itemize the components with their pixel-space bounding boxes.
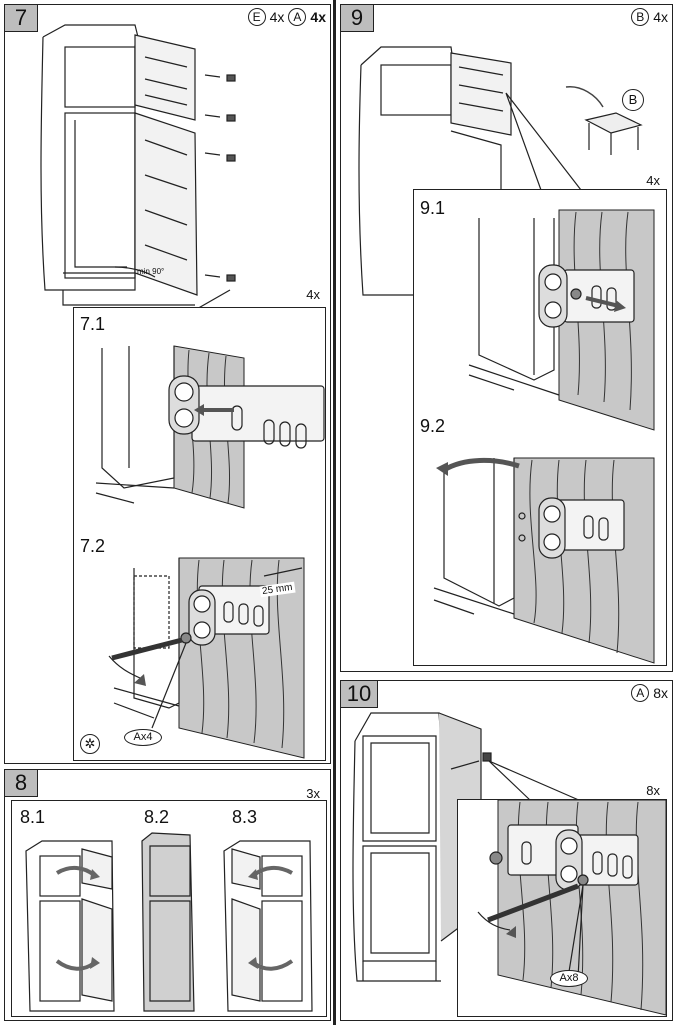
step-count: 4x bbox=[306, 287, 320, 302]
screw-callout: Ax4 bbox=[124, 729, 162, 746]
part-qty: 4x bbox=[653, 9, 668, 25]
substep-label: 7.2 bbox=[80, 536, 106, 556]
step-number: 8 bbox=[5, 770, 38, 797]
part-a-icon: A bbox=[288, 8, 307, 26]
step-count: 4x bbox=[646, 173, 660, 188]
substep-label: 8.3 bbox=[232, 807, 258, 827]
door-angle-note: min 90° bbox=[137, 267, 165, 276]
screw-callout: Ax8 bbox=[550, 970, 588, 987]
fridge-with-doors-illustration bbox=[358, 46, 643, 296]
hinge-detail-10 bbox=[477, 799, 667, 1016]
substep-label: 8.2 bbox=[144, 807, 170, 827]
step-8-detail-box: 8.1 8.2 8.3 bbox=[11, 800, 327, 1017]
parts-list: E 4x A 4x bbox=[247, 8, 326, 26]
step-number: 10 bbox=[341, 681, 378, 708]
part-qty: 4x bbox=[310, 9, 326, 25]
fridge-open-doors-illustration bbox=[40, 24, 236, 311]
hinge-detail-9-2 bbox=[433, 457, 655, 664]
step-7-detail-box: 7.1 7.2 bbox=[73, 307, 326, 761]
step-10-detail-box: Ax8 bbox=[457, 799, 667, 1017]
part-b-icon: B bbox=[631, 8, 650, 26]
step-7-panel: 7 E 4x A 4x min 90° 4x 7.1 bbox=[4, 4, 331, 764]
column-separator bbox=[333, 0, 336, 1025]
part-e-icon: E bbox=[247, 8, 266, 26]
hinge-detail-9-1 bbox=[468, 209, 655, 431]
step-number: 9 bbox=[341, 5, 374, 32]
step-9-panel: 9 B 4x B 4x 9.1 bbox=[340, 4, 673, 672]
substep-label: 8.1 bbox=[20, 807, 46, 827]
torx-bit-icon: ✲ bbox=[80, 734, 100, 754]
part-qty: 8x bbox=[653, 685, 668, 701]
substep-label: 7.1 bbox=[80, 314, 106, 334]
step-8-panel: 8 3x 8.1 8.2 8.3 bbox=[4, 769, 331, 1021]
substep-label: 9.1 bbox=[420, 198, 446, 218]
hinge-detail-7-2 bbox=[108, 557, 305, 759]
substep-label: 9.2 bbox=[420, 416, 446, 436]
step-10-panel: 10 A 8x 8x bbox=[340, 680, 673, 1021]
hinge-part-icon bbox=[204, 74, 236, 282]
step-9-detail-box: 9.1 9.2 bbox=[413, 189, 667, 666]
step-number: 7 bbox=[5, 5, 38, 32]
hinge-detail-7-1 bbox=[95, 345, 325, 509]
part-a-icon: A bbox=[631, 684, 650, 702]
step-count: 8x bbox=[646, 783, 660, 798]
door-reversal-illustration bbox=[25, 832, 313, 1012]
part-qty: 4x bbox=[269, 9, 285, 25]
part-b-label: B bbox=[622, 89, 644, 111]
parts-list: B 4x bbox=[631, 8, 668, 26]
step-count: 3x bbox=[306, 786, 320, 801]
parts-list: A 8x bbox=[631, 684, 668, 702]
